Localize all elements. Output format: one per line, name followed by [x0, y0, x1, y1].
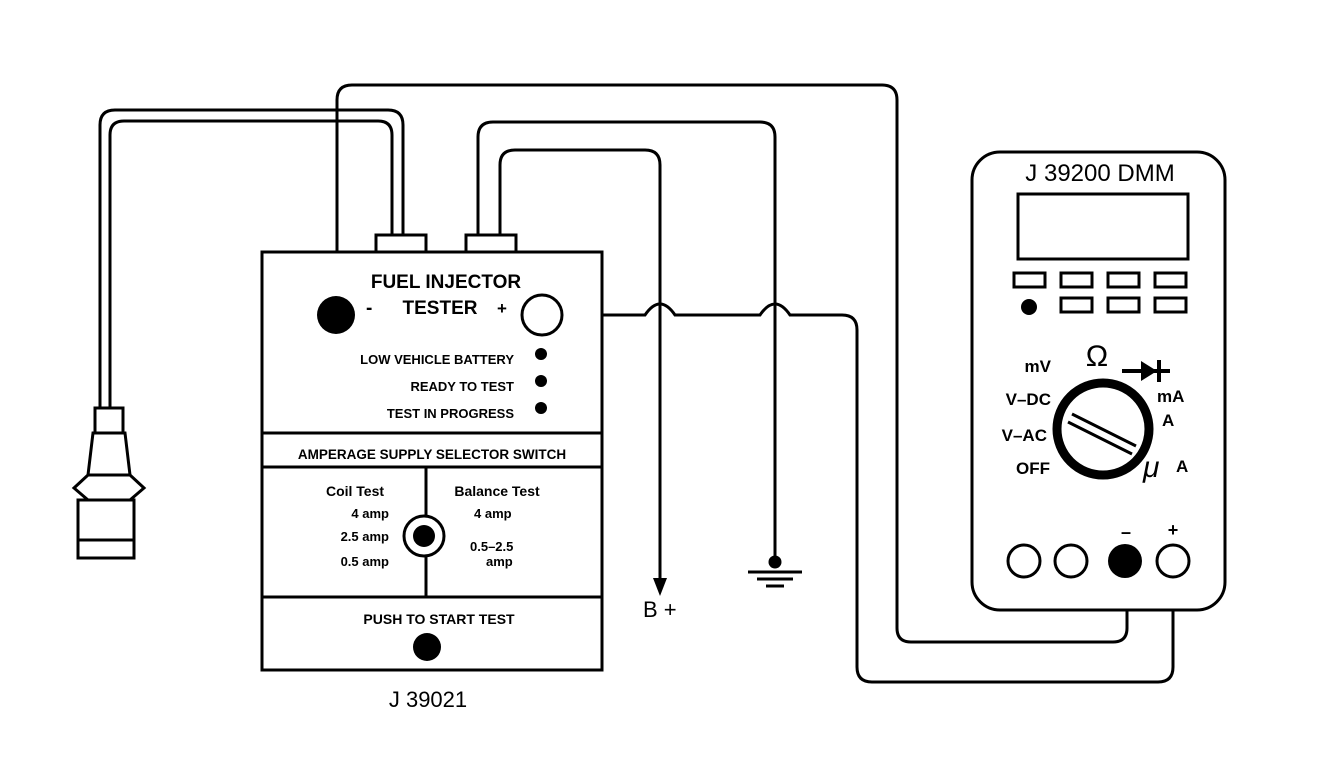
- dial-label-a: A: [1162, 411, 1174, 430]
- dmm-button[interactable]: [1106, 296, 1141, 314]
- dmm-button[interactable]: [1106, 271, 1141, 289]
- balance-test-option-range: 0.5–2.5: [470, 539, 513, 554]
- jack-minus-label: –: [1121, 522, 1131, 542]
- tester-positive-terminal[interactable]: [520, 293, 564, 337]
- ground-icon: [748, 555, 802, 588]
- dmm-button[interactable]: [1153, 296, 1188, 314]
- tester-plus-sign: +: [497, 299, 507, 318]
- wire-to-battery: [498, 148, 662, 580]
- dmm-buttons: [1012, 271, 1188, 314]
- dmm-display: [1016, 192, 1190, 261]
- indicator-ready-led: [535, 375, 547, 387]
- tester-title-line2: TESTER: [403, 298, 478, 319]
- coil-test-title: Coil Test: [326, 483, 384, 499]
- wire-tester-neg-to-dmm-neg: [335, 83, 1129, 644]
- indicator-in-progress-led: [535, 402, 547, 414]
- digital-multimeter: J 39200 DMM mV Ω V–DC V–AC OFF mA A μ A: [970, 150, 1227, 612]
- battery-arrow-icon: [653, 578, 667, 596]
- selector-header-label: AMPERAGE SUPPLY SELECTOR SWITCH: [298, 447, 566, 462]
- dmm-button[interactable]: [1012, 271, 1047, 289]
- push-to-start-label: PUSH TO START TEST: [363, 611, 515, 627]
- jack-plus-label: +: [1168, 520, 1179, 540]
- harness-wire-outer: [98, 108, 405, 410]
- tester-title-line1: FUEL INJECTOR: [371, 272, 522, 293]
- dial-label-vdc: V–DC: [1006, 390, 1051, 409]
- dial-label-vac: V–AC: [1002, 426, 1047, 445]
- dial-label-ohm: Ω: [1086, 340, 1108, 373]
- dial-label-ma: mA: [1157, 387, 1184, 406]
- wire-to-ground: [476, 120, 777, 560]
- wires: [98, 83, 1175, 684]
- indicator-ready-label: READY TO TEST: [410, 379, 514, 394]
- selector-header-box: [260, 431, 604, 469]
- dmm-jack[interactable]: [1006, 543, 1042, 579]
- tester-negative-terminal[interactable]: [317, 296, 355, 334]
- dmm-jack[interactable]: [1053, 543, 1089, 579]
- dmm-button[interactable]: [1059, 296, 1094, 314]
- coil-test-option-0-5: 0.5 amp: [341, 554, 389, 569]
- dmm-power-indicator: [1021, 299, 1037, 315]
- push-to-start-button[interactable]: [413, 633, 441, 661]
- tester-model-label: J 39021: [389, 687, 467, 712]
- dmm-button[interactable]: [1059, 271, 1094, 289]
- balance-test-option-range-unit: amp: [486, 554, 513, 569]
- indicator-in-progress-label: TEST IN PROGRESS: [387, 406, 514, 421]
- injector-connector: [71, 406, 147, 560]
- dial-label-mv: mV: [1025, 357, 1052, 376]
- indicator-low-battery-led: [535, 348, 547, 360]
- tester-top-connector-left: [374, 233, 428, 254]
- dmm-jack-negative[interactable]: [1108, 544, 1142, 578]
- indicator-low-battery-label: LOW VEHICLE BATTERY: [360, 352, 514, 367]
- balance-test-option-4: 4 amp: [474, 506, 512, 521]
- harness-wire-inner: [108, 119, 394, 410]
- dmm-model-label: J 39200 DMM: [1025, 160, 1174, 187]
- battery-label: B +: [643, 597, 677, 622]
- tester-minus-sign: -: [366, 298, 372, 319]
- coil-test-option-4: 4 amp: [351, 506, 389, 521]
- dmm-button[interactable]: [1153, 271, 1188, 289]
- dmm-rotary-dial[interactable]: [1052, 378, 1154, 480]
- diode-icon: [1122, 360, 1170, 382]
- tester-top-connector-right: [464, 233, 518, 254]
- wire-tester-pos-to-dmm-pos: [563, 302, 1175, 684]
- coil-test-option-2-5: 2.5 amp: [341, 529, 389, 544]
- balance-test-title: Balance Test: [454, 483, 540, 499]
- dial-label-off: OFF: [1016, 459, 1050, 478]
- dmm-jack-positive[interactable]: [1155, 543, 1191, 579]
- fuel-injector-tester: FUEL INJECTOR TESTER - + LOW VEHICLE BAT…: [260, 233, 604, 712]
- dial-label-microamp-a: A: [1176, 457, 1188, 476]
- dial-label-micro: μ: [1142, 451, 1159, 484]
- amperage-selector-knob[interactable]: [402, 514, 446, 558]
